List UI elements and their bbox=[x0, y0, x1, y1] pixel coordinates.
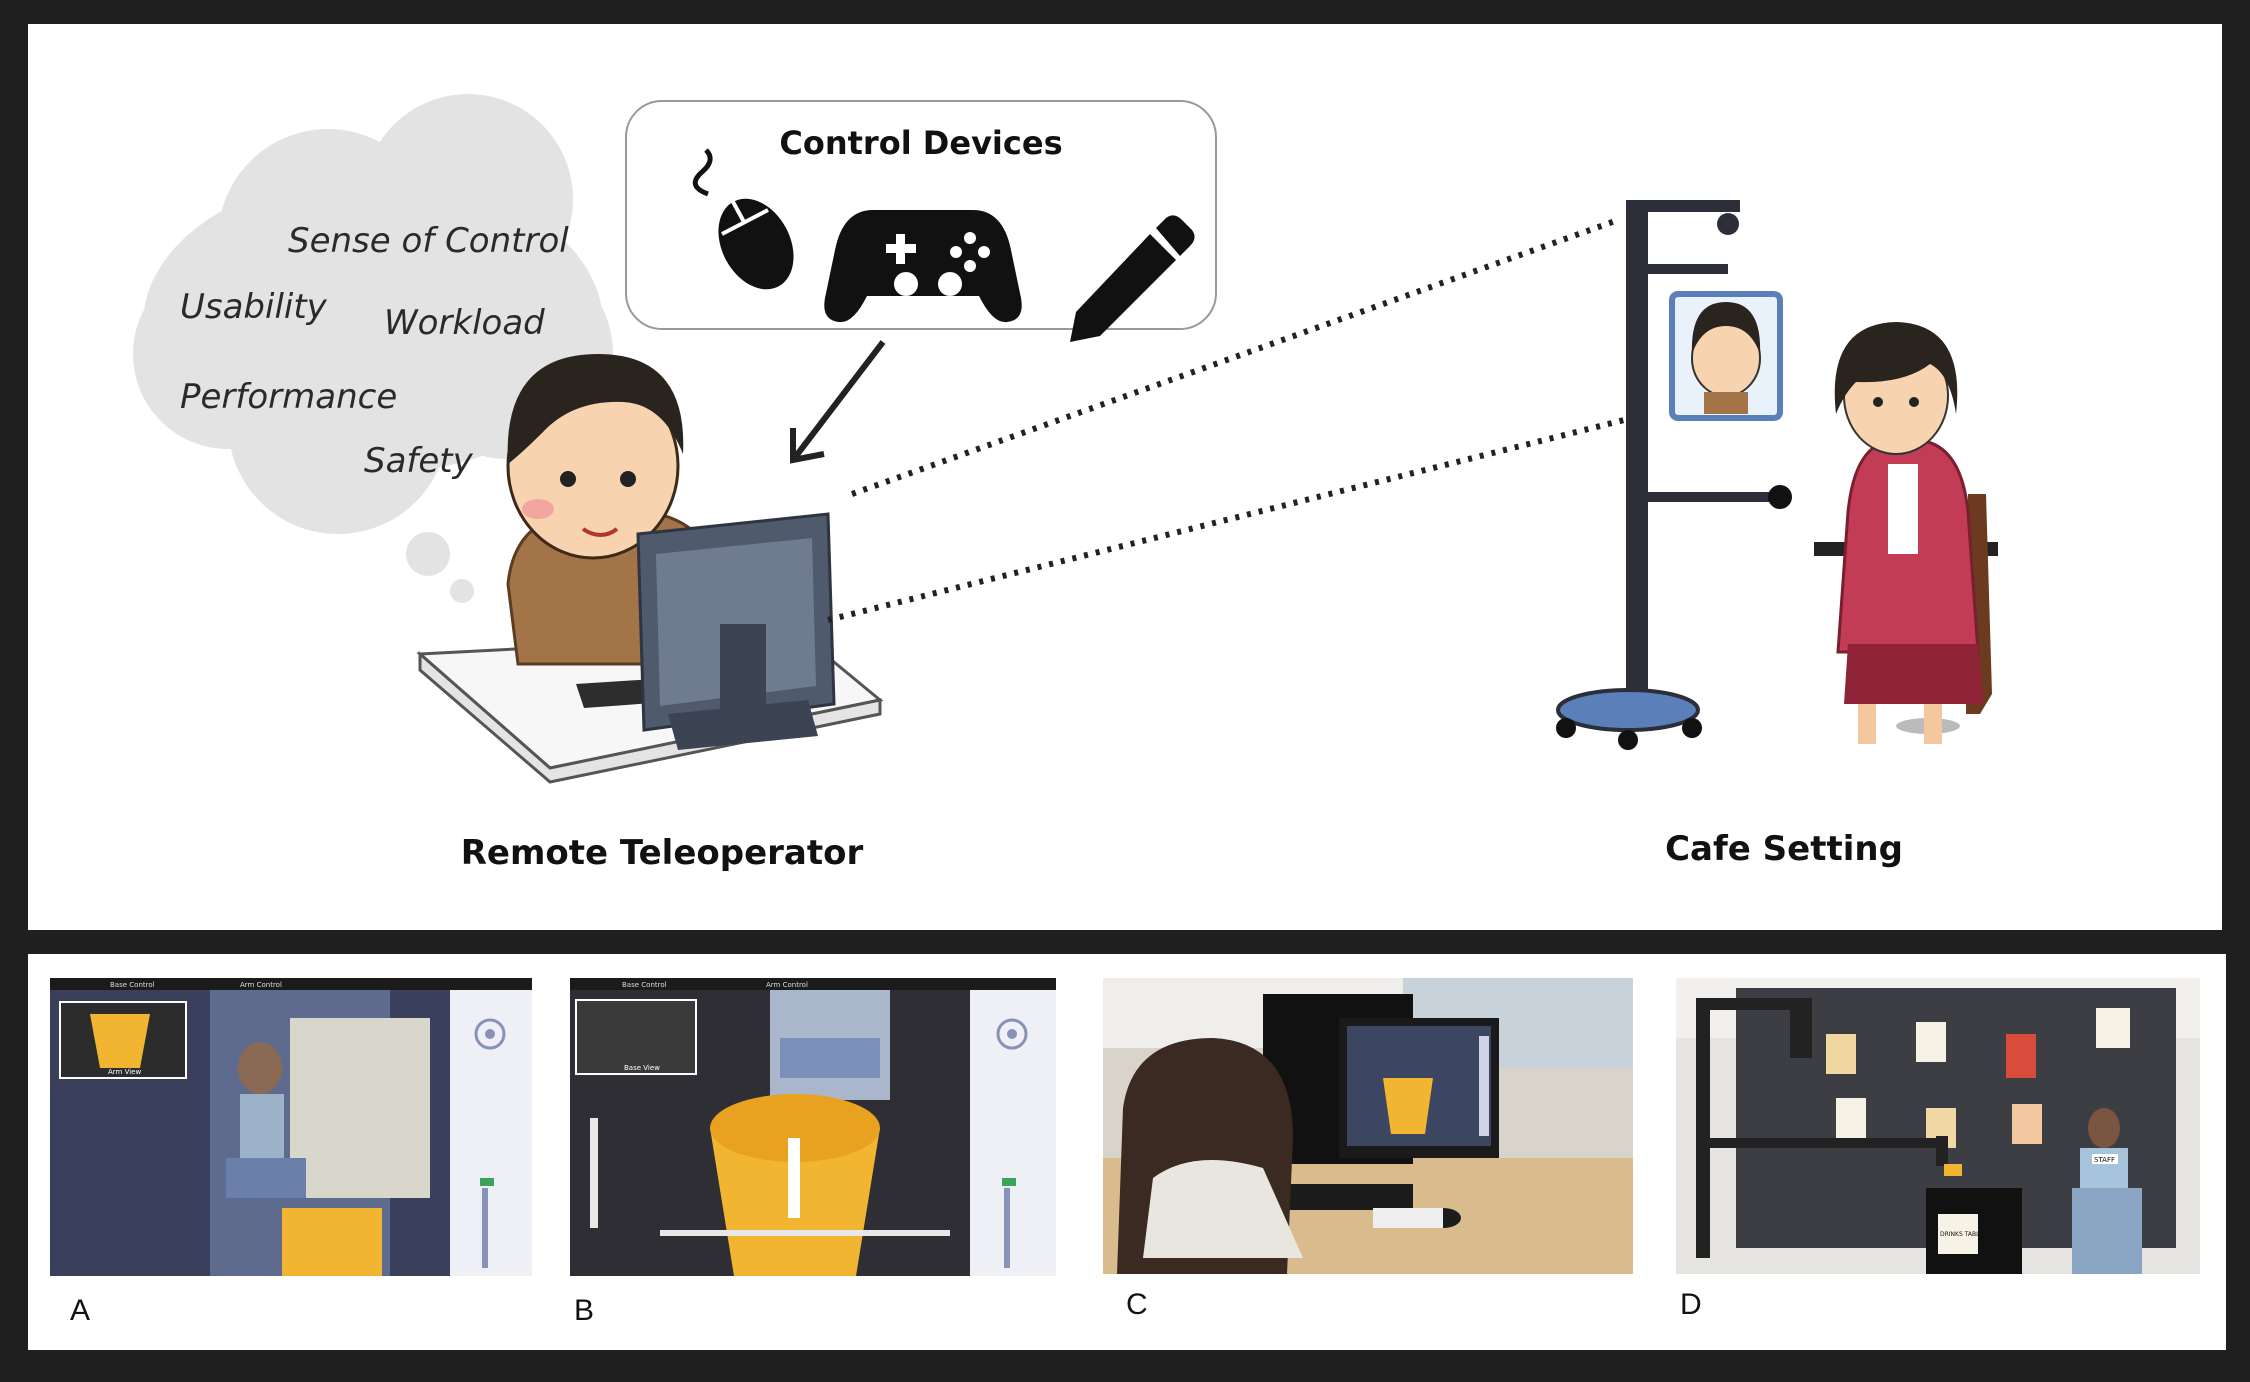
cloud-item-usability: Usability bbox=[180, 287, 328, 327]
panel-c-photo bbox=[1103, 978, 1633, 1274]
panel-b-letter: B bbox=[574, 1294, 594, 1328]
control-devices-box: Control Devices bbox=[626, 101, 1216, 342]
panel-a-photo: Base Control Arm Control Arm View bbox=[50, 978, 532, 1276]
cloud-item-safety: Safety bbox=[364, 441, 474, 481]
panel-b-tab-arm: Arm Control bbox=[766, 981, 808, 989]
panel-a-tab-arm: Arm Control bbox=[240, 981, 282, 989]
cloud-item-sense-of-control: Sense of Control bbox=[288, 221, 569, 261]
panel-a-inset-label: Arm View bbox=[108, 1068, 141, 1076]
control-devices-title: Control Devices bbox=[779, 124, 1062, 162]
panel-a-tab-base: Base Control bbox=[110, 981, 155, 989]
panel-b-photo: Base Control Arm Control Base View bbox=[570, 978, 1056, 1276]
cloud-item-performance: Performance bbox=[180, 377, 397, 417]
panel-a-letter: A bbox=[70, 1294, 90, 1328]
panel-b-inset-label: Base View bbox=[624, 1064, 660, 1072]
remote-teleoperator-label: Remote Teleoperator bbox=[461, 833, 864, 873]
cafe-customer-illustration bbox=[1814, 322, 1998, 744]
panel-d-sign: DRINKS TABLE bbox=[1940, 1231, 1983, 1238]
panel-d-photo: STAFF DRINKS TABLE bbox=[1676, 978, 2200, 1274]
panel-b-tab-base: Base Control bbox=[622, 981, 667, 989]
panel-c-letter: C bbox=[1126, 1288, 1148, 1322]
concept-diagram: Sense of Control Usability Workload Perf… bbox=[28, 24, 2222, 930]
telepresence-robot bbox=[1556, 200, 1792, 750]
photo-panels: Base Control Arm Control Arm View A Base… bbox=[28, 954, 2226, 1350]
device-to-operator-arrow bbox=[793, 342, 883, 460]
cafe-setting-label: Cafe Setting bbox=[1665, 829, 1903, 869]
panel-d-letter: D bbox=[1680, 1288, 1702, 1322]
cloud-item-workload: Workload bbox=[384, 303, 545, 343]
panel-d-badge: STAFF bbox=[2094, 1156, 2115, 1164]
concept-diagram-svg: Sense of Control Usability Workload Perf… bbox=[28, 24, 2222, 930]
